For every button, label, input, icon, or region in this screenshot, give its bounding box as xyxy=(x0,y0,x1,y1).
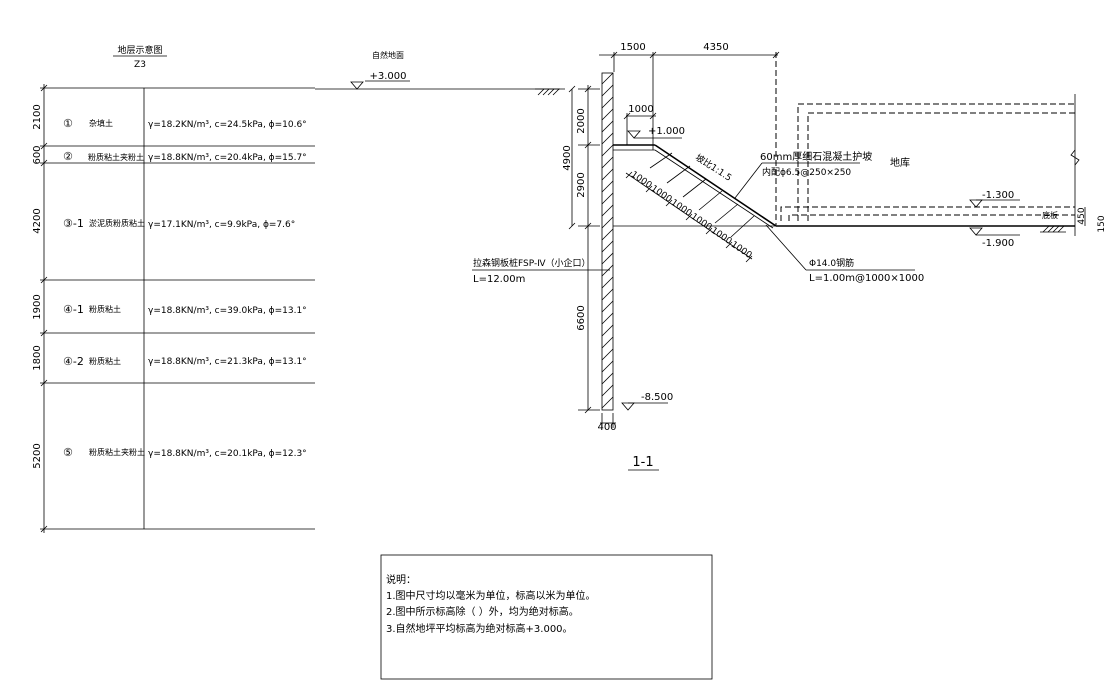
layer-name: 淤泥质粉质粘土 xyxy=(89,218,145,228)
sheetpile-length: L=12.00m xyxy=(473,274,525,285)
slope-line-lower xyxy=(654,149,774,229)
floor-label: 底板 xyxy=(1042,210,1058,220)
ground-hatch-icon xyxy=(535,88,560,96)
dim-450: 450 xyxy=(1077,207,1087,224)
elevation-marker-icon xyxy=(969,227,983,236)
notes-frame xyxy=(380,554,713,680)
dim-150: 150 xyxy=(1097,215,1107,232)
layer-params: γ=18.8KN/m³, c=39.0kPa, ϕ=13.1° xyxy=(148,306,307,316)
dim-1500: 1500 xyxy=(620,42,645,53)
layer-thickness: 600 xyxy=(32,145,43,164)
natural-ground-elev: +3.000 xyxy=(369,71,406,82)
soil-nails xyxy=(649,152,755,238)
natural-ground-label: 自然地面 xyxy=(372,50,404,60)
layer-thickness: 2100 xyxy=(32,104,43,129)
layer-params: γ=18.8KN/m³, c=20.1kPa, ϕ=12.3° xyxy=(148,449,307,459)
layer-name: 粉质粘土 xyxy=(89,356,121,366)
shotcrete-leader xyxy=(734,162,763,199)
soil-table-title: 地层示意图 xyxy=(117,44,162,56)
nail-dim-ticks xyxy=(625,171,753,263)
elevation-marker-icon xyxy=(969,199,983,208)
layer-name: 杂填土 xyxy=(89,118,113,128)
dim-6600: 6600 xyxy=(576,305,587,330)
layer-params: γ=18.8KN/m³, c=20.4kPa, ϕ=15.7° xyxy=(148,153,307,163)
dim-1000: 1000 xyxy=(628,104,653,115)
soil-table-subtitle: Z3 xyxy=(134,60,146,70)
layer-id: ④-1 xyxy=(63,303,84,316)
dim-4900: 4900 xyxy=(562,145,573,170)
dim-4350: 4350 xyxy=(703,42,728,53)
layer-thickness: 5200 xyxy=(32,443,43,468)
notes-line: 3.自然地坪平均标高为绝对标高+3.000。 xyxy=(386,622,573,635)
layer-id: ③-1 xyxy=(63,217,84,230)
slope-line xyxy=(654,144,777,227)
layer-params: γ=17.1KN/m³, c=9.9kPa, ϕ=7.6° xyxy=(148,220,295,230)
layer-id: ④-2 xyxy=(63,355,84,368)
notes-line: 1.图中尺寸均以毫米为单位，标高以米为单位。 xyxy=(386,589,596,602)
elev-m1900: -1.900 xyxy=(982,238,1014,249)
layer-thickness: 1800 xyxy=(32,345,43,370)
dim-400: 400 xyxy=(597,422,616,433)
soil-table: 地层示意图 Z3 2100 600 4200 1900 1800 5200 xyxy=(32,44,315,533)
layer-id: ② xyxy=(63,150,73,163)
layer-id: ① xyxy=(63,117,73,130)
section-1-1: 自然地面 +3.000 1500 4350 xyxy=(315,42,1107,471)
nail-dim-line xyxy=(625,172,753,260)
wall-dim-ticks xyxy=(568,85,592,414)
layer-id: ⑤ xyxy=(63,446,73,459)
sheet-pile-hatch xyxy=(601,72,614,409)
section-title: 1-1 xyxy=(632,455,653,470)
basement-label: 地库 xyxy=(890,156,910,169)
nail-spec: L=1.00m@1000×1000 xyxy=(809,273,924,284)
sheet-pile-wall xyxy=(601,72,614,411)
elev-p1000: +1.000 xyxy=(648,126,685,137)
elevation-marker-icon xyxy=(627,130,641,139)
layer-name: 粉质粘土 xyxy=(89,304,121,314)
elevation-marker-icon xyxy=(621,402,635,411)
notes-box: 说明： 1.图中尺寸均以毫米为单位，标高以米为单位。 2.图中所示标高除（ ）外… xyxy=(380,554,713,680)
break-symbol-icon xyxy=(1070,149,1080,166)
layer-thickness: 4200 xyxy=(32,208,43,233)
dim-1000-ticks xyxy=(623,112,657,120)
basement-outline xyxy=(780,103,1075,221)
elevation-marker-icon xyxy=(350,81,364,90)
dim-2000: 2000 xyxy=(576,108,587,133)
mesh-label: 内配ϕ6.5@250×250 xyxy=(762,166,851,178)
layer-params: γ=18.2KN/m³, c=24.5kPa, ϕ=10.6° xyxy=(148,120,307,130)
elev-m1300: -1.300 xyxy=(982,190,1014,201)
sheetpile-label: 拉森钢板桩FSP-Ⅳ（小企口） xyxy=(473,257,591,269)
nail-leader xyxy=(765,224,807,271)
dim-2900: 2900 xyxy=(576,172,587,197)
ground-hatch-icon xyxy=(1040,225,1066,233)
nail-label: Φ14.0钢筋 xyxy=(809,257,854,269)
shotcrete-label: 60mm厚细石混凝土护坡 xyxy=(760,150,872,163)
notes-heading: 说明： xyxy=(386,573,416,586)
thickness-dim-ticks xyxy=(40,84,48,533)
elev-m8500: -8.500 xyxy=(641,392,673,403)
layer-params: γ=18.8KN/m³, c=21.3kPa, ϕ=13.1° xyxy=(148,357,307,367)
notes-line: 2.图中所示标高除（ ）外，均为绝对标高。 xyxy=(386,605,579,618)
layer-name: 粉质粘土夹粉土 xyxy=(88,152,144,162)
layer-name: 粉质粘土夹粉土 xyxy=(89,447,145,457)
top-dim-ticks xyxy=(610,51,780,59)
layer-thickness: 1900 xyxy=(32,294,43,319)
